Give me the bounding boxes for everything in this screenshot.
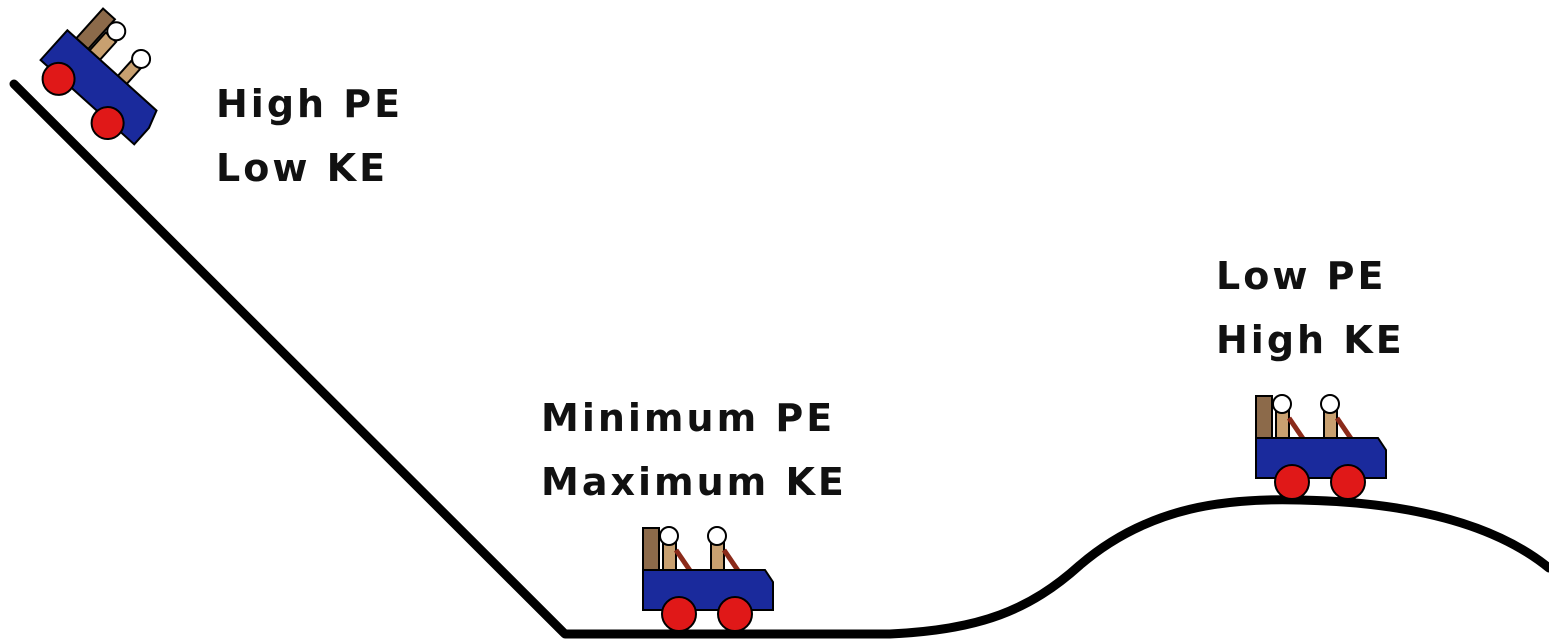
pe-label: High PE	[216, 82, 404, 126]
ke-label: High KE	[1216, 318, 1405, 362]
wheel-icon	[1274, 464, 1310, 500]
rider-icon	[659, 526, 694, 575]
pe-label: Minimum PE	[541, 396, 836, 440]
wheel-icon	[90, 106, 125, 141]
ke-label: Maximum KE	[541, 460, 847, 504]
seat-icon	[1255, 395, 1273, 441]
rider-icon	[707, 526, 742, 575]
car-body	[39, 28, 158, 146]
rider-icon	[115, 48, 152, 87]
wheel-icon	[717, 596, 753, 632]
roller-coaster-track	[9, 79, 1549, 639]
wheel-icon	[661, 596, 697, 632]
coaster-car-hill	[1255, 394, 1387, 500]
wheel-icon	[1330, 464, 1366, 500]
rider-icon	[1272, 394, 1307, 443]
energy-label-hill: Low PE High KE	[1216, 244, 1405, 372]
rider-icon	[1320, 394, 1355, 443]
coaster-car-bottom	[642, 526, 774, 632]
energy-label-top: High PE Low KE	[216, 72, 403, 200]
coaster-car-top	[39, 7, 158, 146]
car-body	[1255, 437, 1387, 479]
car-body	[642, 569, 774, 611]
wheel-icon	[41, 61, 76, 96]
seat-icon	[642, 527, 660, 573]
pe-label: Low PE	[1216, 254, 1387, 298]
ke-label: Low KE	[216, 146, 389, 190]
energy-label-bottom: Minimum PE Maximum KE	[541, 386, 847, 514]
